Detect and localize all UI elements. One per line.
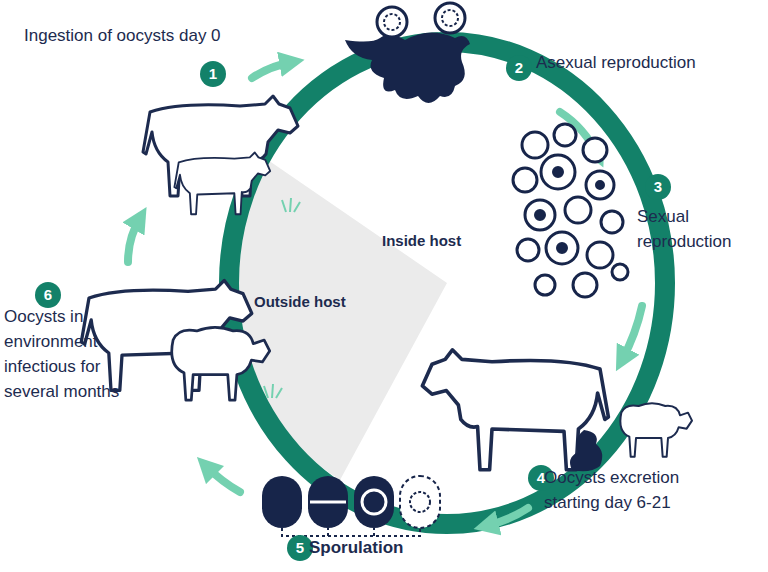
step-number-circle: 6Oocysts in environment infectious for s… — [35, 282, 61, 308]
step-label: Oocysts in environment infectious for se… — [4, 304, 144, 404]
asexual-splash — [345, 3, 470, 103]
step-label: Oocysts excretion starting day 6-21 — [544, 465, 722, 515]
step-label: Sporulation — [309, 535, 403, 560]
callout-number: 6 — [35, 282, 61, 308]
callout-number: 1 — [200, 61, 226, 87]
callout-number: 2 — [506, 55, 532, 81]
step-number-circle: 3Sexual reproduction — [645, 174, 671, 200]
step-label: Sexual reproduction — [637, 204, 745, 254]
step-number-circle: 5Sporulation — [287, 535, 313, 561]
sexual-oocyst-cluster — [513, 124, 628, 297]
excreting-cattle — [422, 350, 692, 472]
step-number-circle: 1Ingestion of oocysts day 0 — [200, 61, 226, 87]
step-label: Ingestion of oocysts day 0 — [24, 23, 221, 48]
step-label: Asexual reproduction — [536, 50, 696, 75]
grazing-cattle — [143, 96, 300, 214]
step-number-circle: 4Oocysts excretion starting day 6-21 — [528, 465, 554, 491]
callout-number: 3 — [645, 174, 671, 200]
region-label: Outside host — [254, 293, 346, 310]
step-number-circle: 2Asexual reproduction — [506, 55, 532, 81]
sporulation-capsules — [262, 476, 440, 536]
region-label: Inside host — [382, 232, 461, 249]
